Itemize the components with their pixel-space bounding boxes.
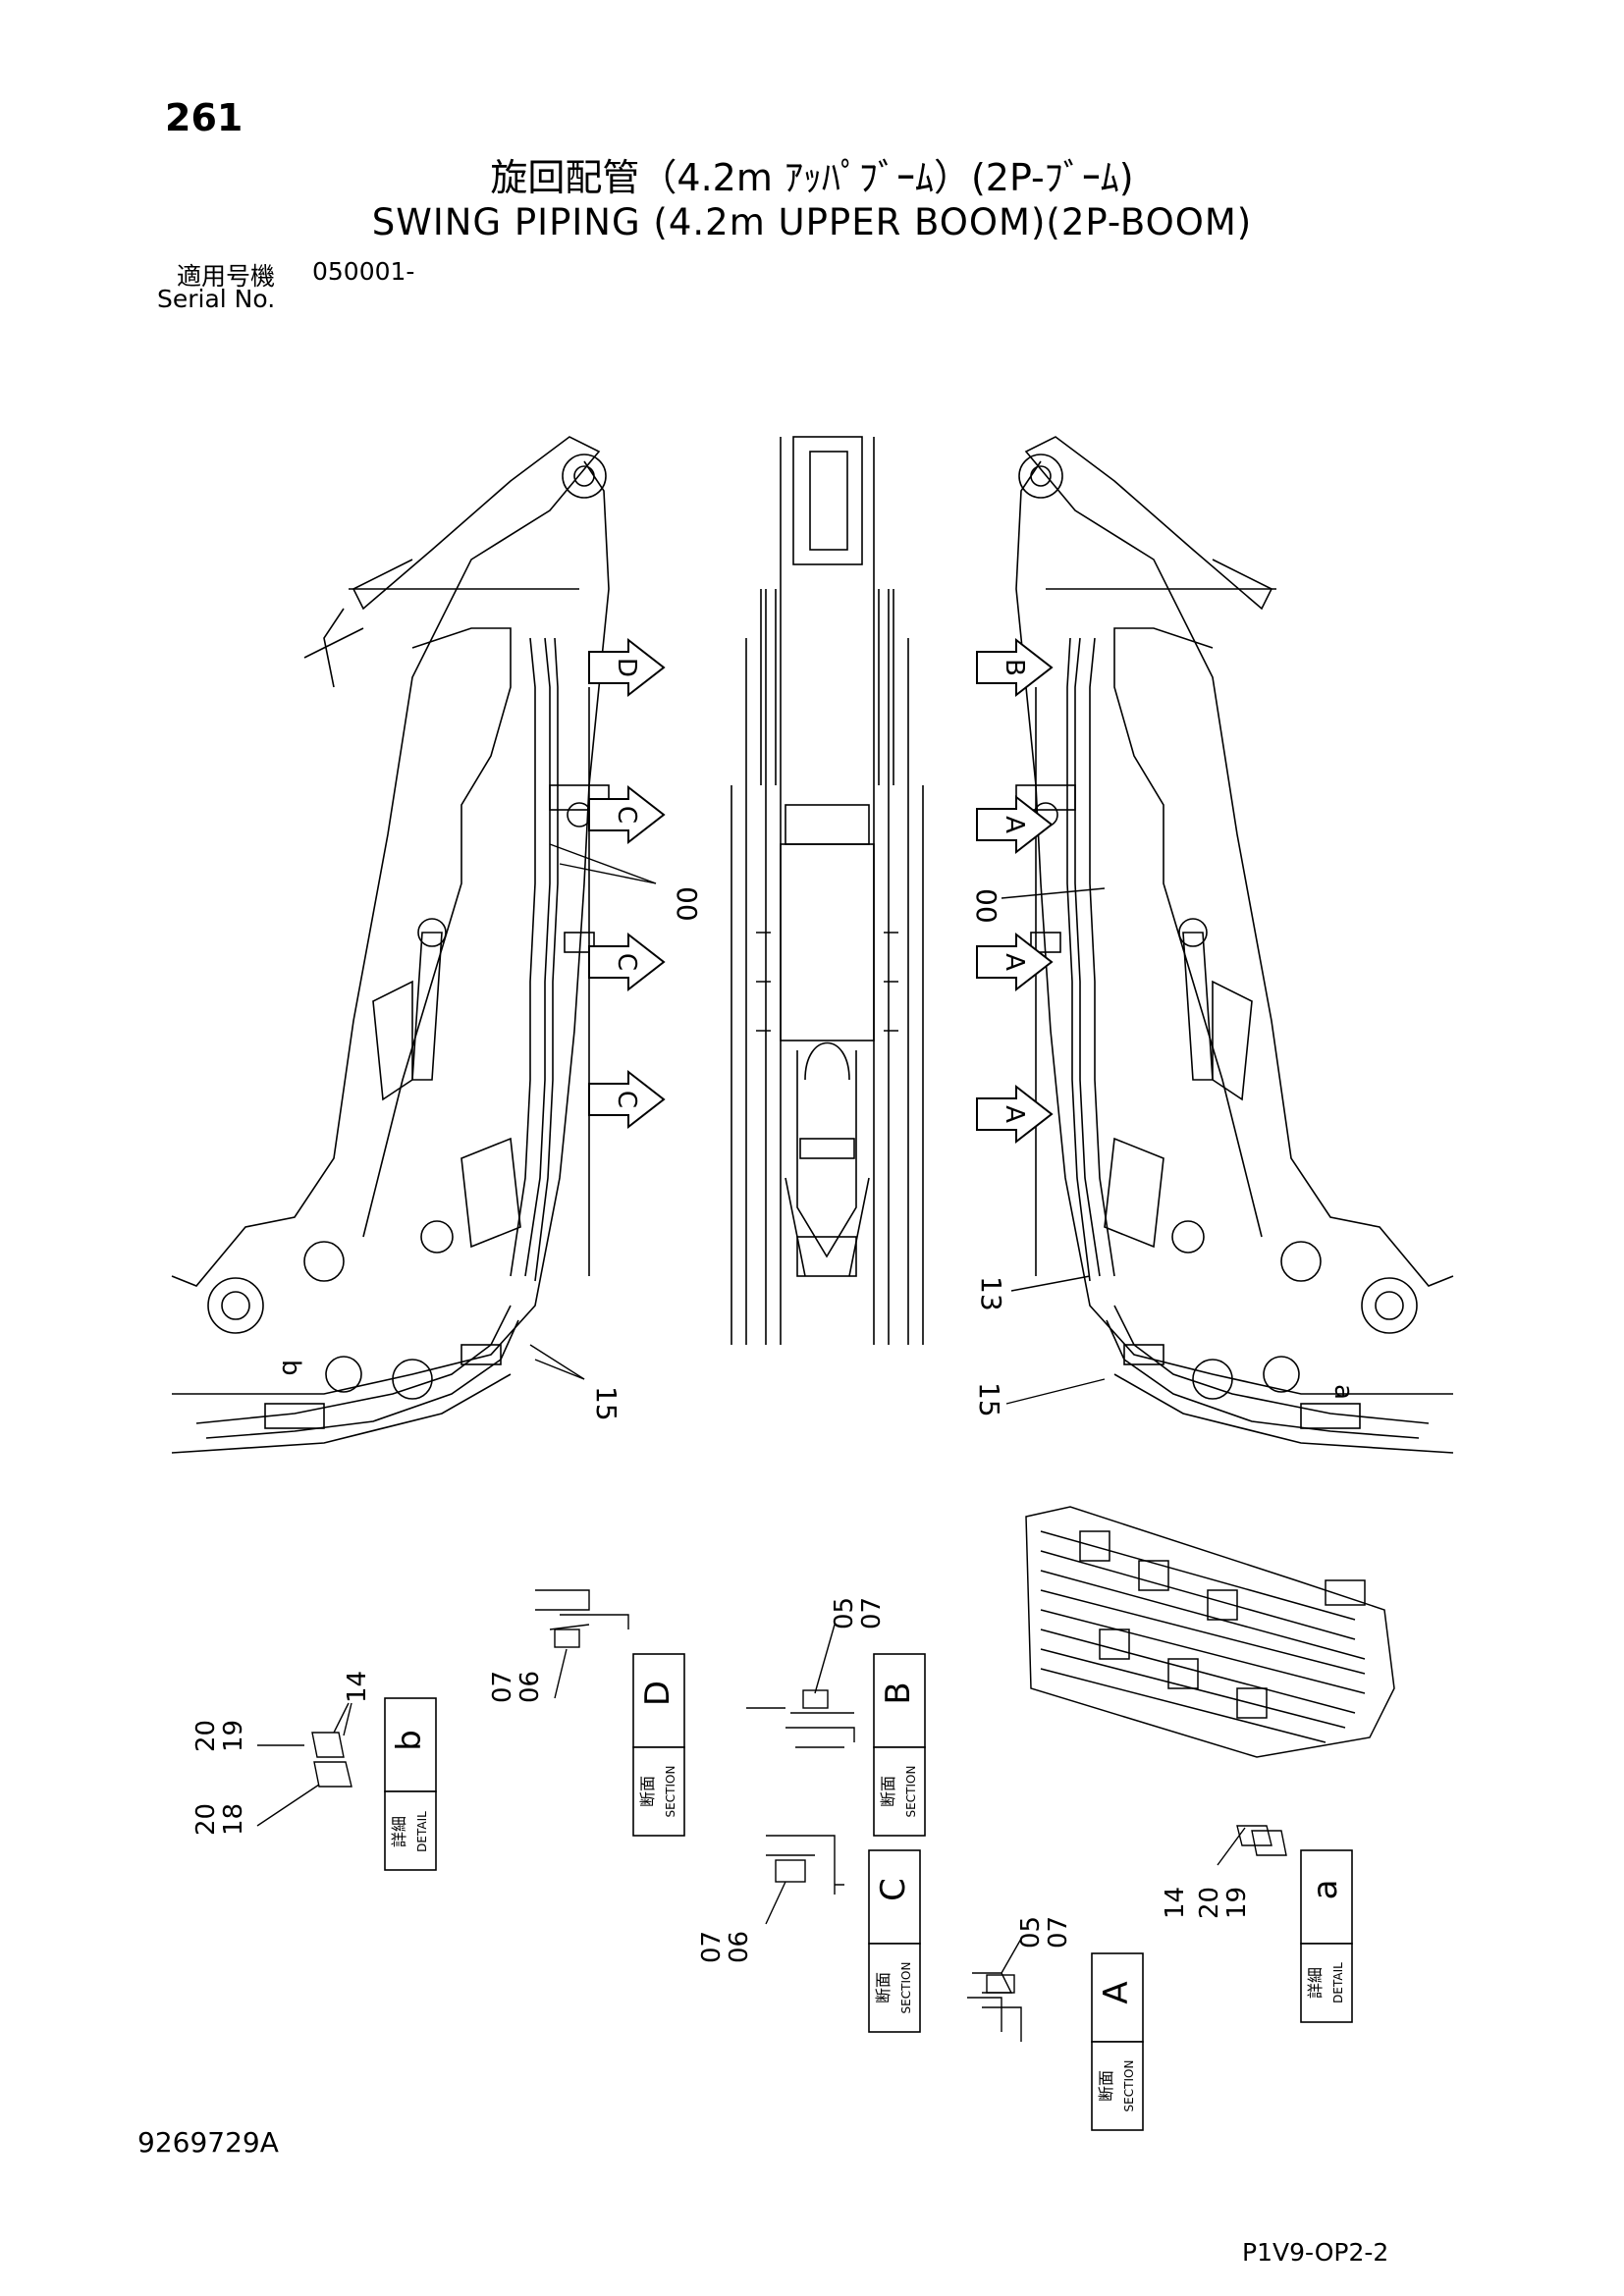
section-a-detail: 05 07 A 断面 SECTION bbox=[967, 1916, 1144, 2131]
serial-value: 050001- bbox=[312, 257, 415, 286]
section-d-detail: 07 06 D 断面 SECTION bbox=[488, 1589, 685, 1837]
detail-b-part-4: 20 bbox=[191, 1803, 221, 1836]
detail-b-part-2: 20 bbox=[191, 1720, 221, 1752]
page-number: 261 bbox=[165, 96, 244, 139]
part-label-left-00: 00 bbox=[671, 886, 703, 922]
part-label-right-15: 15 bbox=[973, 1382, 1005, 1417]
section-d-label-jp: 断面 bbox=[638, 1776, 657, 1807]
section-c-part-1: 07 bbox=[697, 1931, 727, 1963]
part-label-right-13: 13 bbox=[975, 1276, 1007, 1311]
section-d-label-en: SECTION bbox=[664, 1766, 677, 1818]
section-a-label-en: SECTION bbox=[1122, 2060, 1136, 2112]
title-japanese: 旋回配管（4.2m ｱｯﾊﾟﾌﾞｰﾑ）(2P-ﾌﾞｰﾑ) bbox=[490, 156, 1134, 199]
right-boom-view bbox=[1015, 436, 1454, 1454]
title-english: SWING PIPING (4.2m UPPER BOOM)(2P-BOOM) bbox=[371, 201, 1253, 243]
left-boom-labels: D C C C 00 15 b bbox=[276, 639, 703, 1421]
section-arrow-left-1-letter: D bbox=[612, 658, 641, 677]
serial-label-english: Serial No. bbox=[157, 285, 276, 313]
detail-a: 14 20 19 a 詳細 DETAIL bbox=[1161, 1825, 1353, 2023]
detail-callout-a: a bbox=[1328, 1384, 1358, 1400]
section-c-part-2: 06 bbox=[725, 1931, 754, 1963]
section-a-letter: A bbox=[1097, 1981, 1136, 2003]
section-arrow-right-2-letter: A bbox=[1000, 816, 1029, 833]
section-c-detail: 07 06 C 断面 SECTION bbox=[697, 1835, 921, 2033]
left-boom-view bbox=[171, 436, 610, 1454]
section-c-label-jp: 断面 bbox=[874, 1972, 893, 2003]
section-b-label-jp: 断面 bbox=[879, 1776, 897, 1807]
section-arrow-left-3-letter: C bbox=[612, 953, 641, 971]
section-arrow-right-4-letter: A bbox=[1000, 1105, 1029, 1123]
section-b-part-2: 07 bbox=[857, 1597, 887, 1629]
section-b-detail: 05 07 B 断面 SECTION bbox=[746, 1597, 926, 1837]
detail-a-part-1: 14 bbox=[1161, 1887, 1190, 1919]
part-label-left-15: 15 bbox=[590, 1386, 623, 1421]
page-code: P1V9-OP2-2 bbox=[1242, 2238, 1389, 2267]
detail-callout-b: b bbox=[276, 1360, 305, 1376]
detail-a-label-jp: 詳細 bbox=[1306, 1967, 1325, 1999]
section-a-label-jp: 断面 bbox=[1097, 2070, 1115, 2102]
detail-b-label-jp: 詳細 bbox=[390, 1816, 408, 1847]
center-boom-view bbox=[731, 436, 924, 1345]
right-boom-labels: B A A A 00 13 15 a bbox=[970, 639, 1358, 1417]
serial-label-japanese: 適用号機 bbox=[177, 262, 276, 291]
detail-b-part-1: 14 bbox=[343, 1671, 372, 1703]
detail-b-letter: b bbox=[390, 1730, 429, 1751]
section-b-label-en: SECTION bbox=[904, 1766, 918, 1818]
section-arrow-left-4-letter: C bbox=[612, 1091, 641, 1108]
section-arrow-right-3-letter: A bbox=[1000, 953, 1029, 971]
section-arrow-right-1-letter: B bbox=[1000, 659, 1029, 676]
part-label-right-00: 00 bbox=[970, 888, 1002, 924]
drawing-number: 9269729A bbox=[137, 2126, 279, 2159]
detail-a-letter: a bbox=[1306, 1880, 1345, 1900]
detail-a-label-en: DETAIL bbox=[1331, 1962, 1345, 2003]
section-d-letter: D bbox=[638, 1681, 677, 1706]
section-b-letter: B bbox=[879, 1682, 918, 1704]
section-a-part-2: 07 bbox=[1044, 1916, 1073, 1949]
section-a-part-1: 05 bbox=[1016, 1916, 1046, 1949]
detail-b-part-3: 19 bbox=[219, 1720, 248, 1752]
section-c-letter: C bbox=[874, 1878, 913, 1901]
detail-a-part-2: 20 bbox=[1195, 1887, 1224, 1919]
section-arrow-left-2-letter: C bbox=[612, 806, 641, 824]
detail-b-part-5: 18 bbox=[219, 1803, 248, 1836]
section-b-part-1: 05 bbox=[830, 1597, 859, 1629]
hose-bundle-detail bbox=[1025, 1506, 1395, 1758]
detail-b: 14 20 19 20 18 b 詳細 DETAIL bbox=[191, 1671, 437, 1871]
detail-a-part-3: 19 bbox=[1222, 1887, 1252, 1919]
section-d-part-2: 06 bbox=[515, 1671, 545, 1703]
section-c-label-en: SECTION bbox=[899, 1962, 913, 2014]
section-d-part-1: 07 bbox=[488, 1671, 517, 1703]
detail-b-label-en: DETAIL bbox=[415, 1811, 429, 1852]
